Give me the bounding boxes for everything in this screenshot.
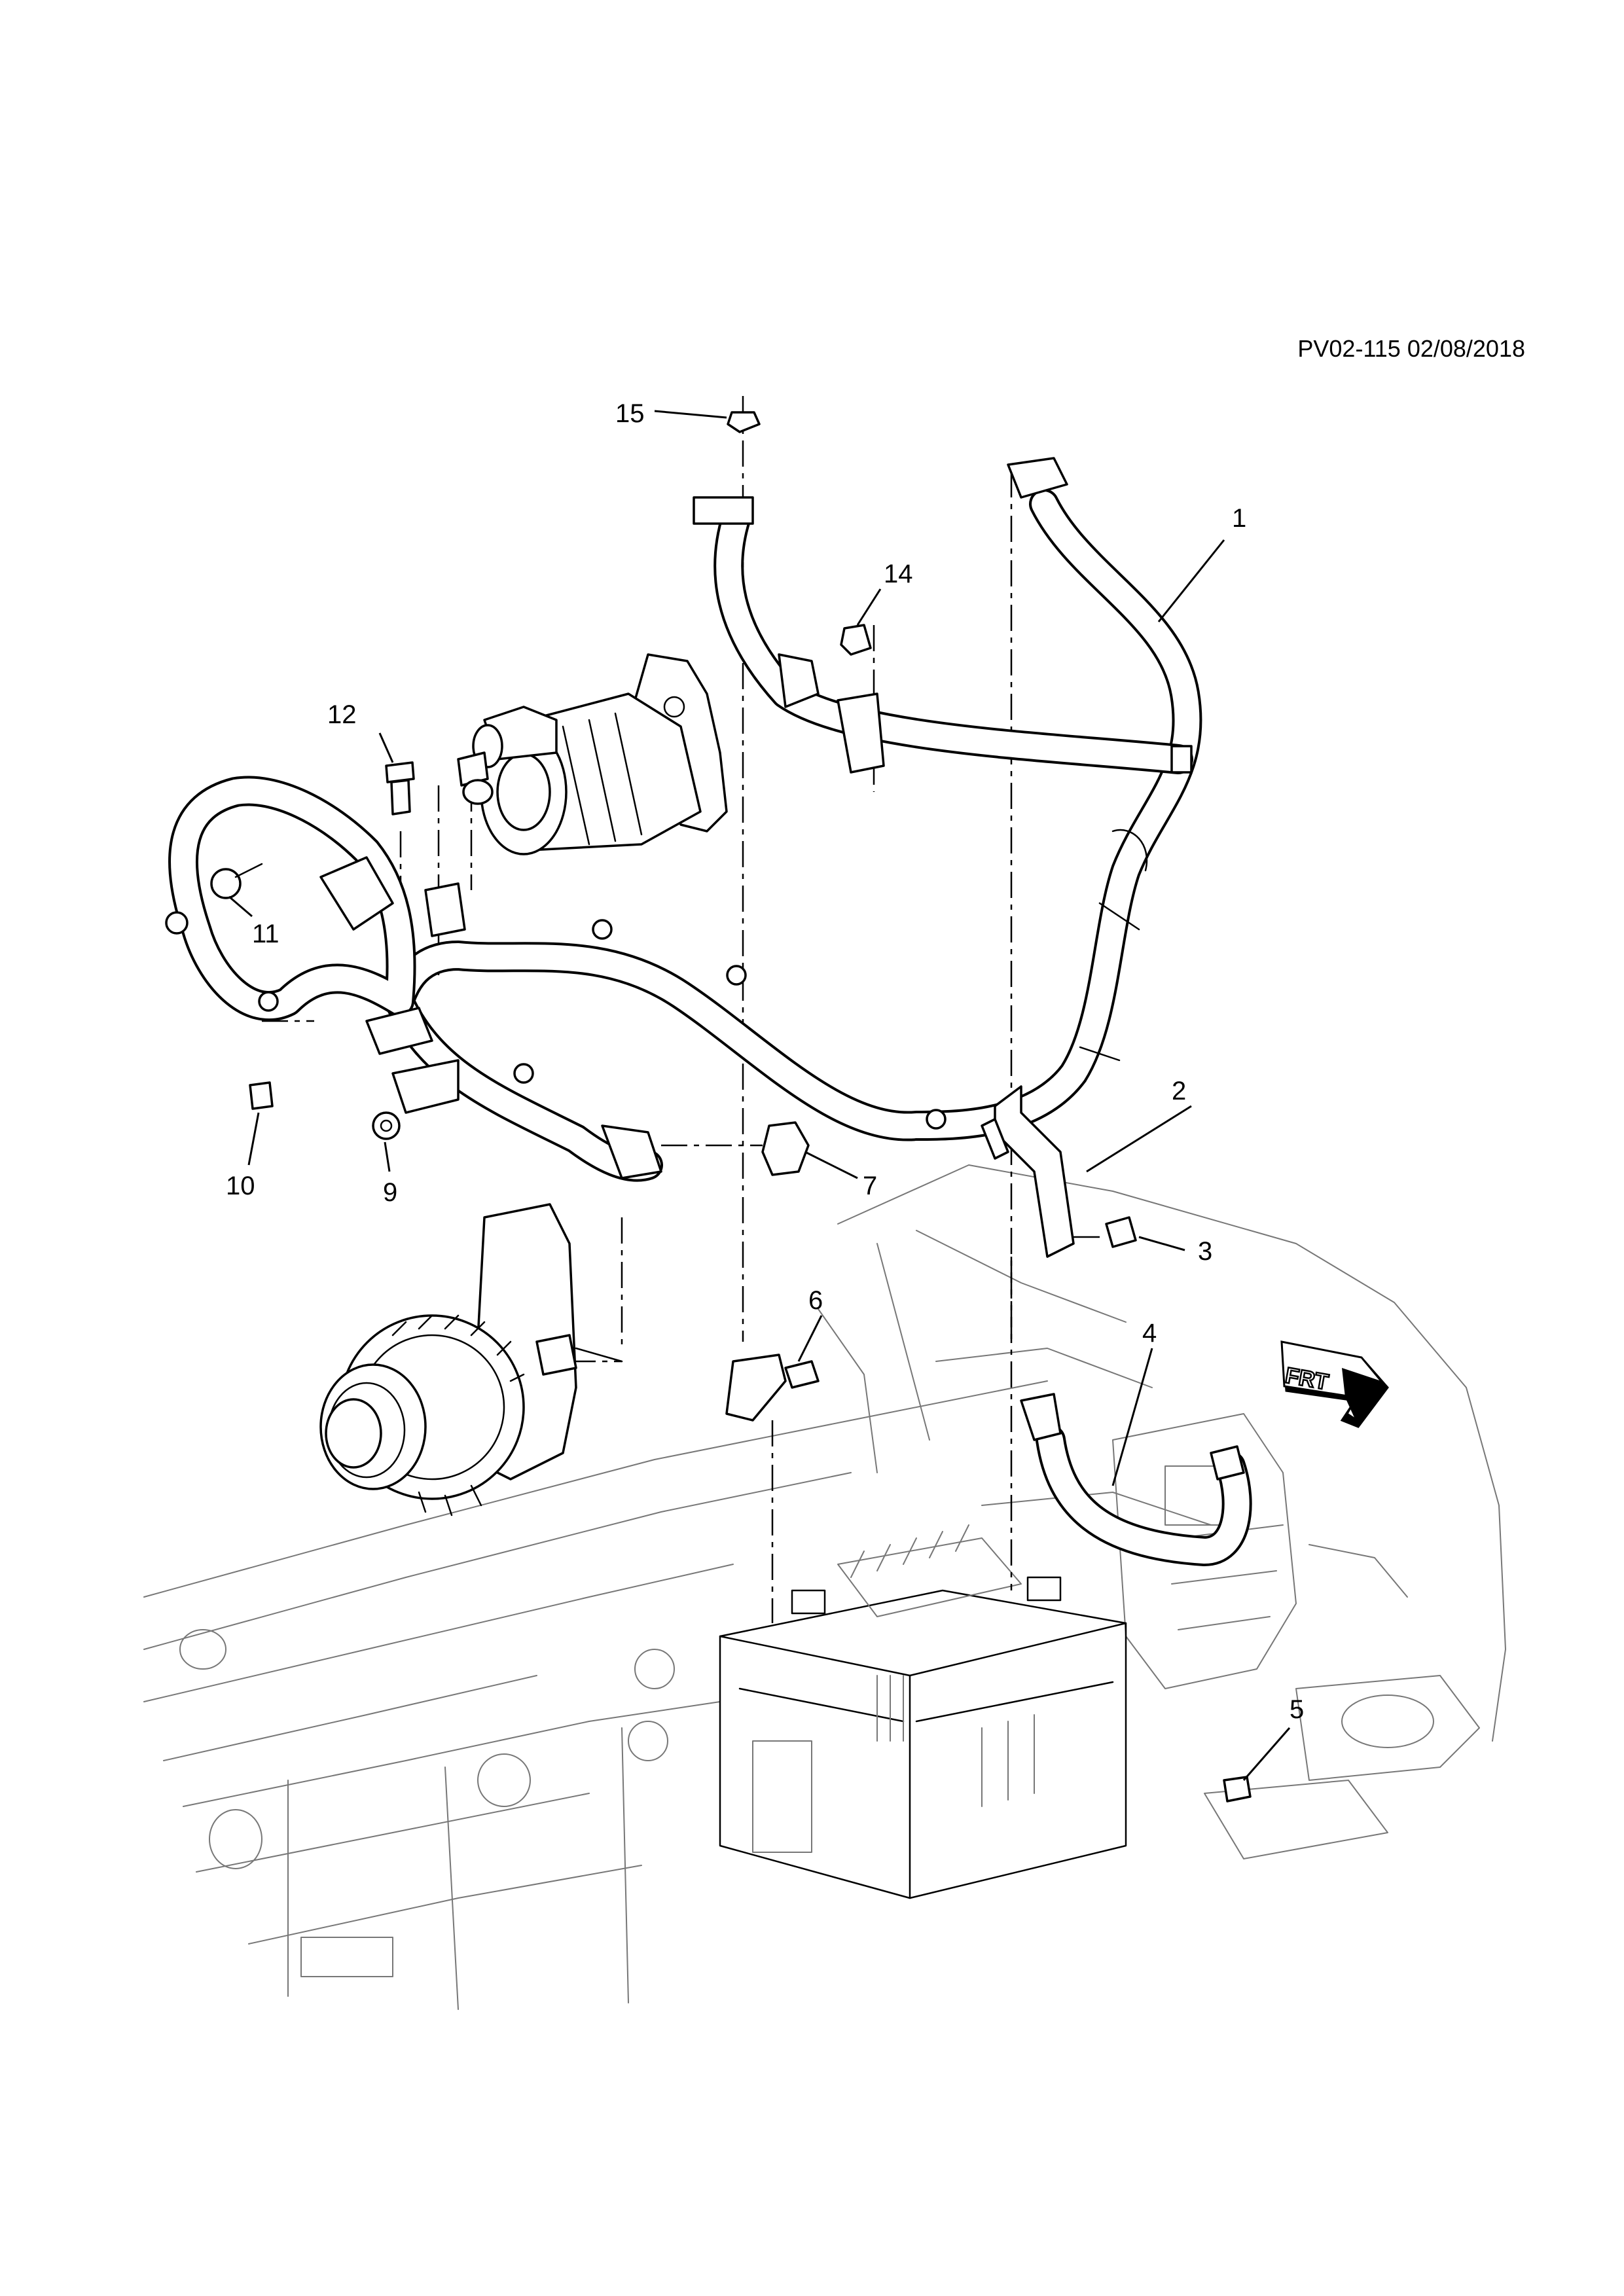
callout-5: 5 xyxy=(1290,1695,1304,1724)
fuse-block-part xyxy=(725,1354,820,1422)
callout-3: 3 xyxy=(1198,1237,1212,1266)
engine-bay-background xyxy=(143,1164,1506,2010)
callout-12: 12 xyxy=(327,700,357,729)
fastener-3-bolt xyxy=(1105,1216,1137,1248)
callout-4: 4 xyxy=(1142,1319,1157,1348)
ground-strap xyxy=(981,1085,1075,1258)
callout-14: 14 xyxy=(884,560,913,588)
callout-2: 2 xyxy=(1172,1077,1186,1105)
fastener-11-bolt xyxy=(210,863,263,899)
fastener-7-nut xyxy=(761,1121,810,1176)
callout-labels: 1 2 3 4 5 6 7 9 10 11 12 14 15 xyxy=(226,399,1304,1724)
callout-6: 6 xyxy=(808,1286,823,1315)
battery-negative-cable xyxy=(1020,1393,1252,1566)
fastener-14-nut xyxy=(840,624,872,656)
callout-15: 15 xyxy=(615,399,645,428)
callout-10: 10 xyxy=(226,1172,255,1200)
callout-7: 7 xyxy=(863,1172,877,1200)
starter-motor xyxy=(457,653,728,855)
fastener-10-nut xyxy=(249,1081,274,1110)
fastener-5-bolt xyxy=(1223,1776,1252,1803)
fastener-15-nut xyxy=(727,411,761,433)
fastener-9-nut xyxy=(372,1111,401,1140)
callout-1: 1 xyxy=(1232,504,1246,533)
callout-9: 9 xyxy=(383,1178,397,1207)
fastener-12-bolt xyxy=(385,761,415,816)
callout-leaders xyxy=(228,410,1291,1781)
callout-11: 11 xyxy=(252,920,280,948)
battery xyxy=(719,1524,1127,1899)
alternator xyxy=(319,1203,623,1516)
front-direction-arrow-icon: FRT xyxy=(1280,1340,1389,1428)
diagram-reference: PV02-115 02/08/2018 xyxy=(1297,335,1525,362)
